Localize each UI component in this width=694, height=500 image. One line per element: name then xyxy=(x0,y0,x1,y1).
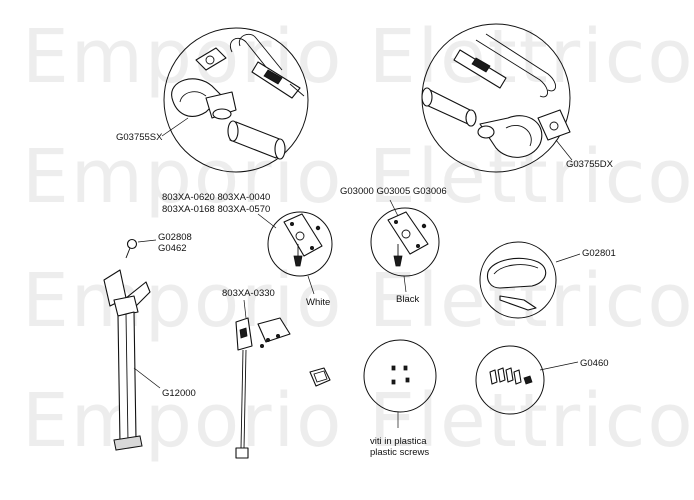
part-g02808-knob: G02808 G0462 xyxy=(125,232,192,259)
part-803xa-0330: 803XA-0330 xyxy=(222,288,291,459)
detail-circle-screws xyxy=(363,339,437,413)
label-g12000: G12000 xyxy=(162,388,196,399)
label-white: White xyxy=(306,297,330,308)
label-screws-en: plastic screws xyxy=(370,447,429,458)
label-803xa-0330: 803XA-0330 xyxy=(222,288,275,299)
watermark-row-1: Emporio Elettrico xyxy=(22,14,694,100)
mount-plate-dx xyxy=(537,109,571,141)
mounting-clip xyxy=(257,317,291,343)
detail-circle-sx xyxy=(163,27,309,173)
cap-cover xyxy=(486,257,547,289)
part-803xa-white-kit: 803XA-0620 803XA-0040 803XA-0168 803XA-0… xyxy=(162,192,333,308)
part-g03755sx: G03755SX xyxy=(116,27,309,173)
label-g02801: G02801 xyxy=(582,248,616,259)
label-803-line1: 803XA-0620 803XA-0040 xyxy=(162,192,270,203)
end-cap-dx xyxy=(479,115,543,158)
watermark-row-2: Emporio Elettrico xyxy=(22,134,694,220)
label-g0462: G0462 xyxy=(158,243,187,254)
part-square-cap xyxy=(309,367,331,387)
label-black: Black xyxy=(396,294,419,305)
label-g03755sx: G03755SX xyxy=(116,132,163,143)
part-g0460: G0460 xyxy=(475,345,609,415)
mount-plate xyxy=(195,47,227,71)
label-g03755dx: G03755DX xyxy=(566,159,614,170)
label-screws-it: viti in plastica xyxy=(370,436,427,447)
part-g03755dx: G03755DX xyxy=(421,23,614,173)
part-g12000-column: G12000 xyxy=(103,269,196,451)
part-plastic-screws: viti in plastica plastic screws xyxy=(363,339,437,458)
label-g0460: G0460 xyxy=(580,358,609,369)
rod-foot xyxy=(235,447,249,459)
label-g03000: G03000 G03005 G03006 xyxy=(340,186,447,197)
detail-circle-g02801 xyxy=(479,241,557,319)
column-base xyxy=(113,435,143,451)
black-plate xyxy=(387,211,429,255)
label-803-line2: 803XA-0168 803XA-0570 xyxy=(162,204,270,215)
part-g02801: G02801 xyxy=(479,241,616,319)
label-g02808: G02808 xyxy=(158,232,192,243)
detail-circle-g0460 xyxy=(475,345,545,415)
part-g03000-black-kit: G03000 G03005 G03006 Black xyxy=(340,186,447,305)
white-plate xyxy=(283,213,323,257)
gasket-strip xyxy=(499,295,537,311)
detail-circle-white xyxy=(267,211,333,277)
watermark: Emporio Elettrico Emporio Elettrico Empo… xyxy=(22,14,694,464)
detail-circle-black xyxy=(370,207,440,277)
